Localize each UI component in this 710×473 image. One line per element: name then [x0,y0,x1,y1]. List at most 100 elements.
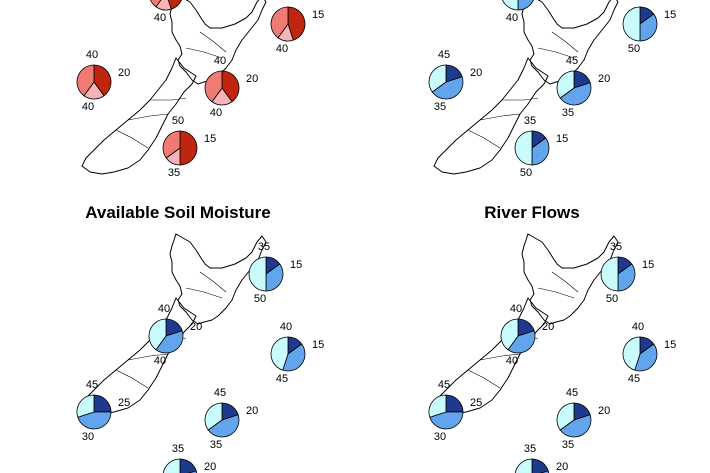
pie-slice [76,394,95,418]
probability-label: 50 [254,293,266,305]
pie-slice [167,0,182,10]
pie-slice [531,137,550,166]
map-panel-2 [433,0,619,175]
pie-north-west: 40 [502,0,534,24]
north-island-coastline [521,0,619,85]
pie-slice [93,394,112,413]
probability-label: 40 [214,55,226,67]
probability-label: 35 [562,439,574,451]
pie-slice [622,336,641,371]
pie-slice [179,458,197,473]
pie-slice [514,458,533,473]
map-panel-1 [81,0,267,175]
north-island-coastline [169,0,267,85]
probability-label: 35 [610,241,622,253]
probability-label: 35 [258,241,270,253]
probability-label: 15 [312,339,324,351]
pie-slice [187,470,198,473]
pie-north-east-south-island: 40 20 40 [204,55,258,119]
south-island-coastline [81,57,197,175]
pie-slice [287,6,306,41]
probability-label: 40 [158,303,170,315]
panel-title-river-flows: River Flows [484,203,579,222]
probability-label: 40 [506,355,518,367]
probability-label: 20 [204,461,216,473]
probability-label: 45 [276,373,288,385]
pie-slice [428,394,447,418]
pie-slice [617,263,636,292]
probability-label: 40 [210,107,222,119]
probability-label: 15 [290,259,302,271]
region-boundary [537,47,575,59]
probability-label: 45 [86,379,98,391]
region-boundary [199,271,227,293]
probability-label: 15 [556,133,568,145]
panel-title-soil-moisture: Available Soil Moisture [85,203,270,222]
probability-label: 35 [434,101,446,113]
region-boundary [115,369,149,389]
pie-slice [248,256,267,292]
probability-label: 50 [520,167,532,179]
probability-label: 45 [566,387,578,399]
pie-slice [556,70,575,99]
probability-pies: 1540401540402040402040501535403515504520… [76,0,676,473]
pie-slice [162,130,181,159]
region-boundary [467,129,501,149]
probability-label: 20 [246,405,258,417]
region-boundary [127,353,169,361]
region-boundary [185,287,223,299]
pie-slice [204,402,223,431]
pie-slice [634,343,658,372]
pie-slice [155,330,184,354]
probability-label: 40 [280,0,292,3]
pie-slice [150,0,162,8]
probability-label: 40 [280,321,292,333]
probability-label: 40 [276,43,288,55]
probability-label: 20 [246,73,258,85]
probability-label: 15 [204,133,216,145]
south-island-coastline [433,57,549,175]
probability-label: 35 [562,107,574,119]
region-boundary [467,369,501,389]
pie-slice [270,6,289,39]
probability-label: 20 [542,321,554,333]
pie-slice [282,343,306,372]
pie-slice [559,414,592,438]
pie-north-east-south-island: 45 20 35 [556,387,610,451]
probability-label: 15 [312,9,324,21]
probability-label: 20 [598,405,610,417]
probability-label: 40 [86,49,98,61]
pie-slice [270,336,289,371]
probability-label: 35 [632,0,644,3]
pie-slice [600,256,619,292]
pie-slice [431,76,464,100]
region-boundary [551,31,579,53]
pie-slice [429,411,464,430]
probability-label: 50 [628,43,640,55]
pie-slice [539,470,550,473]
probability-label: 20 [190,321,202,333]
probability-label: 20 [598,73,610,85]
region-boundary [115,129,149,149]
probability-label: 40 [154,12,166,24]
probability-label: 30 [82,431,94,443]
pie-slice [207,414,240,438]
pie-slice [517,0,534,11]
pie-slice [204,70,223,103]
pie-slice [531,458,549,473]
region-boundary [127,113,169,121]
probability-label: 25 [118,397,130,409]
region-boundary [551,271,579,293]
pie-slice [556,402,575,431]
probability-label: 15 [664,339,676,351]
